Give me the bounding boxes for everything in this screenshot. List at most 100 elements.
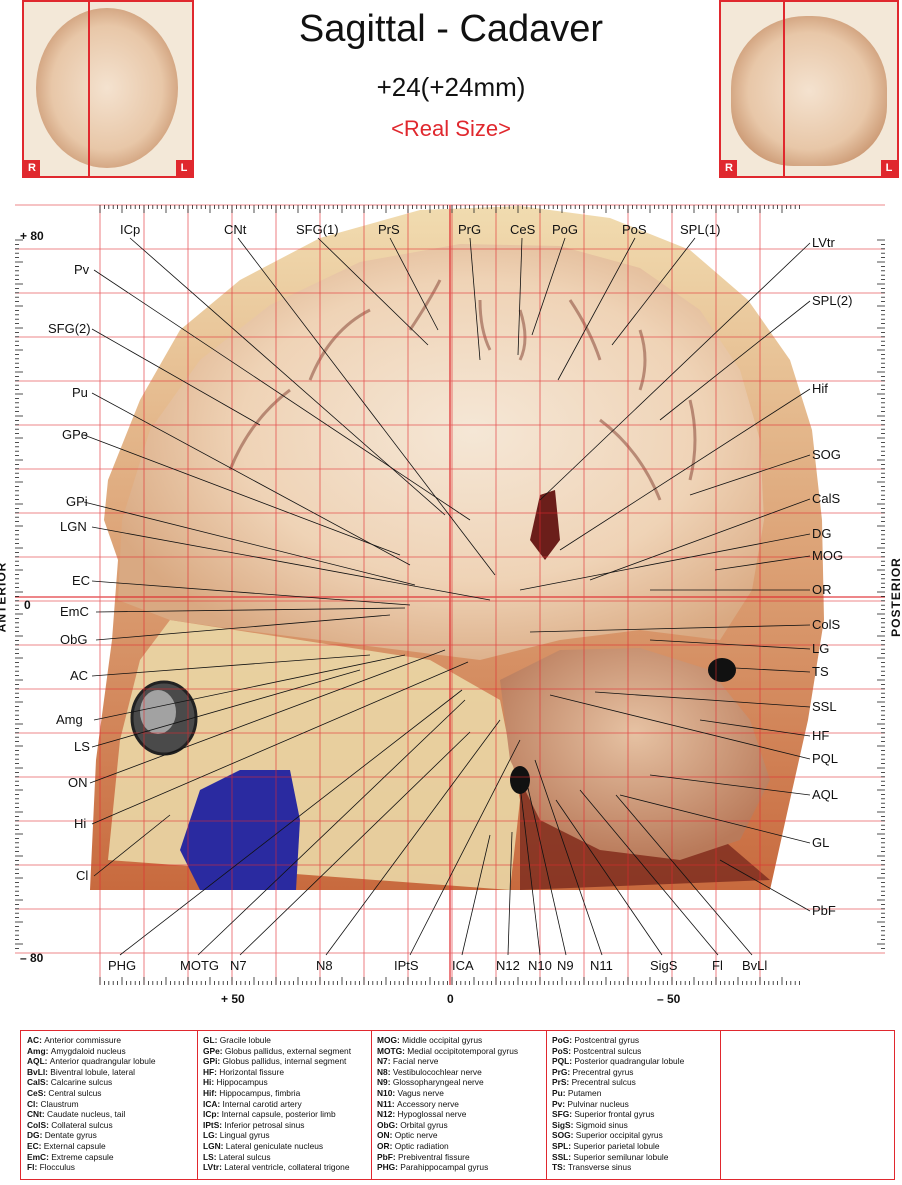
cerebrum xyxy=(118,244,764,660)
legend-entry: SFG: Superior frontal gyrus xyxy=(552,1109,684,1120)
label-pql: PQL xyxy=(812,751,839,766)
leader-line xyxy=(237,237,496,576)
legend-entry: CNt: Caudate nucleus, tail xyxy=(27,1109,156,1120)
legend-definition: Amygdaloid nucleus xyxy=(50,1045,126,1056)
legend-abbr: SSL: xyxy=(552,1151,574,1162)
x-axis-zero-label: 0 xyxy=(447,992,454,1006)
legend-divider xyxy=(197,1031,198,1179)
label-gl: GL xyxy=(812,835,830,850)
legend-abbr: PHG: xyxy=(377,1162,401,1173)
legend-definition: Hippocampus, fimbria xyxy=(219,1087,301,1098)
legend-entry: Cl: Claustrum xyxy=(27,1099,156,1110)
label-n11: N11 xyxy=(590,958,613,973)
leader-line xyxy=(734,667,811,673)
legend-entry: N7: Facial nerve xyxy=(377,1056,518,1067)
label-n8: N8 xyxy=(316,958,333,973)
leader-line xyxy=(579,789,719,956)
legend-entry: PrS: Precentral sulcus xyxy=(552,1077,684,1088)
legend-definition: Hippocampus xyxy=(216,1077,268,1088)
legend-entry: Hi: Hippocampus xyxy=(203,1077,351,1088)
label-pu: Pu xyxy=(72,385,88,400)
legend-entry: PQL: Posterior quadrangular lobule xyxy=(552,1056,684,1067)
label-ts: TS xyxy=(812,664,829,679)
legend-entry: PHG: Parahippocampal gyrus xyxy=(377,1162,518,1173)
legend-entry: Pv: Pulvinar nucleus xyxy=(552,1099,684,1110)
legend-entry: MOTG: Medial occipitotemporal gyrus xyxy=(377,1046,518,1057)
legend-definition: Orbital gyrus xyxy=(400,1119,448,1130)
legend-abbr: Pu: xyxy=(552,1087,568,1098)
legend-divider xyxy=(720,1031,721,1179)
leader-line xyxy=(699,719,811,737)
legend-entry: N11: Accessory nerve xyxy=(377,1099,518,1110)
legend-abbr: CeS: xyxy=(27,1087,49,1098)
legend-abbr: CNt: xyxy=(27,1109,48,1120)
legend-entry: LS: Lateral sulcus xyxy=(203,1152,351,1163)
leader-line xyxy=(531,237,566,336)
leader-line xyxy=(91,392,411,566)
legend-definition: Parahippocampal gyrus xyxy=(400,1162,489,1173)
legend-entry: ON: Optic nerve xyxy=(377,1130,518,1141)
legend-definition: Vestibulocochlear nerve xyxy=(392,1066,482,1077)
legend-entry: Pu: Putamen xyxy=(552,1088,684,1099)
leader-line xyxy=(93,814,171,877)
leader-line xyxy=(615,794,753,956)
legend-definition: Anterior commissure xyxy=(44,1035,122,1045)
leader-line xyxy=(594,691,811,708)
legend-definition: Gracile lobule xyxy=(219,1035,271,1045)
axial-brain-image xyxy=(36,8,178,168)
right-side-tag: R xyxy=(721,160,737,176)
label-gpe: GPe xyxy=(62,427,89,442)
legend-abbr: EmC: xyxy=(27,1151,52,1162)
label-mog: MOG xyxy=(812,548,844,563)
legend-abbr: MOTG: xyxy=(377,1045,408,1056)
leader-line xyxy=(659,300,811,421)
legend-entry: OR: Optic radiation xyxy=(377,1141,518,1152)
ventricle xyxy=(530,490,560,560)
legend-abbr: SOG: xyxy=(552,1130,576,1141)
right-side-tag: R xyxy=(24,160,40,176)
label-pv: Pv xyxy=(74,262,90,277)
legend-definition: Sigmoid sinus xyxy=(575,1119,628,1130)
legend-abbr: OR: xyxy=(377,1140,395,1151)
label-spl2: SPL(2) xyxy=(812,293,853,308)
legend-abbr: EC: xyxy=(27,1140,44,1151)
leader-line xyxy=(519,784,541,956)
label-lvtr: LVtr xyxy=(812,235,835,250)
coronal-brain-image xyxy=(731,16,887,166)
leader-line xyxy=(93,269,471,521)
legend-definition: Globus pallidus, external segment xyxy=(224,1045,352,1056)
left-side-tag: L xyxy=(176,160,192,176)
legend-definition: Flocculus xyxy=(39,1162,75,1173)
legend-entry: CeS: Central sulcus xyxy=(27,1088,156,1099)
legend-entry: SOG: Superior occipital gyrus xyxy=(552,1130,684,1141)
leader-line xyxy=(529,624,811,633)
leader-line xyxy=(555,799,663,956)
label-sfg1: SFG(1) xyxy=(296,222,339,237)
legend-abbr: SigS: xyxy=(552,1119,576,1130)
legend-abbr: ICA: xyxy=(203,1098,223,1109)
label-pog: PoG xyxy=(552,222,579,237)
leader-line xyxy=(91,654,371,677)
leader-line xyxy=(557,237,636,381)
legend-abbr: PrG: xyxy=(552,1066,573,1077)
legend-definition: Transverse sinus xyxy=(567,1162,632,1173)
legend-entry: Amg: Amygdaloid nucleus xyxy=(27,1046,156,1057)
legend-abbr: Hi: xyxy=(203,1077,217,1088)
legend-definition: Internal capsule, posterior limb xyxy=(221,1109,336,1120)
legend-abbr: N11: xyxy=(377,1098,398,1109)
legend-definition: Caudate nucleus, tail xyxy=(47,1109,126,1120)
legend-entry: N9: Glossopharyngeal nerve xyxy=(377,1077,518,1088)
label-cl: Cl xyxy=(76,868,89,883)
legend-abbr: N10: xyxy=(377,1087,398,1098)
label-sog: SOG xyxy=(812,447,841,462)
legend-definition: Central sulcus xyxy=(48,1087,102,1098)
y-axis-zero-label: 0 xyxy=(24,598,31,612)
leader-line xyxy=(539,242,811,501)
leader-line xyxy=(95,607,406,613)
legend-divider xyxy=(546,1031,547,1179)
legend-entry: PbF: Prebiventral fissure xyxy=(377,1152,518,1163)
page-title: Sagittal - Cadaver xyxy=(298,8,604,50)
